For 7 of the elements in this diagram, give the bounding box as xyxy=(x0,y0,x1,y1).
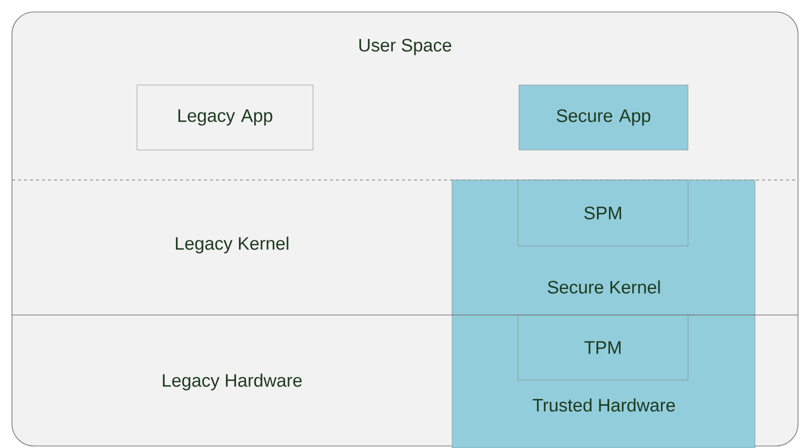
band-label: Legacy Kernel xyxy=(176,236,288,254)
band-label: User Space xyxy=(359,38,452,56)
component-box: Legacy App xyxy=(136,84,314,150)
component-box: Secure App xyxy=(518,84,688,150)
component-box: TPM xyxy=(518,314,688,380)
component-box: SPM xyxy=(518,180,688,246)
band-label: Legacy Hardware xyxy=(162,374,302,390)
